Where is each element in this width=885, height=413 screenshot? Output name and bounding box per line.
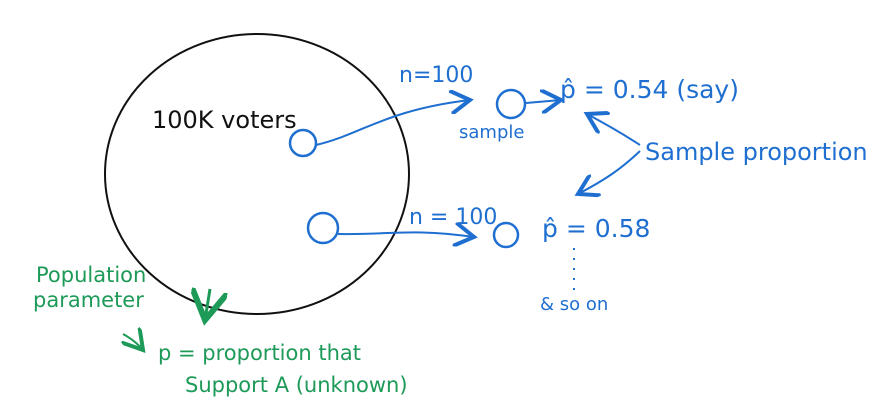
parameter-definition-line2: Support A (unknown) (185, 373, 408, 397)
sample-proportion-arrow-bottom (578, 150, 641, 194)
parameter-title-line2: parameter (33, 288, 144, 312)
parameter-definition-line1: p = proportion that (158, 341, 361, 365)
inner-sample-2-circle (306, 211, 340, 245)
sample-1-n-label: n=100 (399, 63, 473, 88)
sample-proportion-arrow-top (587, 114, 641, 146)
outer-sample-2-circle (492, 221, 520, 249)
continuation-label: & so on (540, 294, 608, 315)
inner-sample-1-circle (288, 128, 318, 158)
sample-proportion-label: Sample proportion (645, 138, 868, 166)
sample-1-arrow (315, 100, 470, 146)
population-label: 100K voters (152, 106, 297, 134)
sample-label: sample (459, 122, 524, 143)
sample-2-n-label: n = 100 (409, 205, 497, 230)
population-circle (104, 33, 410, 315)
sample-1-to-estimate-arrow (525, 100, 561, 103)
parameter-arrow-down (205, 289, 210, 320)
parameter-title-line1: Population (36, 263, 146, 287)
parameter-arrow-curved (123, 334, 143, 350)
estimate-2-label: p̂ = 0.58 (542, 214, 650, 243)
sample-2-arrow (337, 232, 474, 237)
outer-sample-1-circle (495, 88, 527, 120)
estimate-1-label: p̂ = 0.54 (say) (560, 75, 739, 104)
